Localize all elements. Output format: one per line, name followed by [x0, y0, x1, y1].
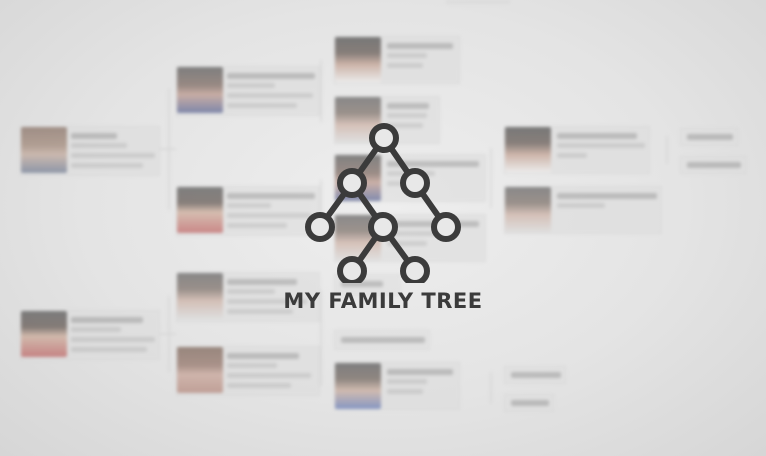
tree-connector — [490, 148, 492, 208]
person-card — [20, 310, 160, 360]
tree-connector — [320, 290, 322, 386]
empty-person-slot — [680, 128, 738, 146]
person-photo — [21, 127, 67, 173]
person-card — [176, 66, 320, 116]
empty-person-slot — [680, 156, 746, 174]
person-photo — [177, 187, 223, 233]
tree-connector — [168, 296, 170, 372]
top-strip — [446, 0, 510, 4]
tree-connector — [320, 60, 322, 122]
person-card — [504, 126, 650, 174]
person-card — [176, 346, 320, 396]
person-photo — [335, 363, 381, 409]
person-photo — [21, 311, 67, 357]
person-card — [176, 186, 320, 236]
tree-connector — [490, 372, 492, 404]
person-photo — [505, 127, 551, 173]
app-title: MY FAMILY TREE — [283, 289, 483, 313]
person-photo — [505, 187, 551, 233]
empty-person-slot — [504, 366, 566, 384]
person-card — [176, 272, 320, 322]
tree-connector — [320, 180, 322, 240]
empty-person-slot — [334, 330, 430, 350]
person-photo — [335, 37, 381, 83]
person-photo — [177, 347, 223, 393]
person-card — [334, 36, 460, 84]
person-photo — [177, 67, 223, 113]
empty-person-slot — [504, 394, 554, 412]
app-logo: MY FAMILY TREE — [0, 115, 766, 325]
person-photo — [177, 273, 223, 319]
person-card — [20, 126, 160, 176]
family-tree-node-icon — [305, 123, 461, 283]
person-card — [504, 186, 662, 234]
person-card — [334, 362, 460, 410]
tree-connector — [168, 88, 170, 210]
tree-connector — [666, 136, 668, 164]
